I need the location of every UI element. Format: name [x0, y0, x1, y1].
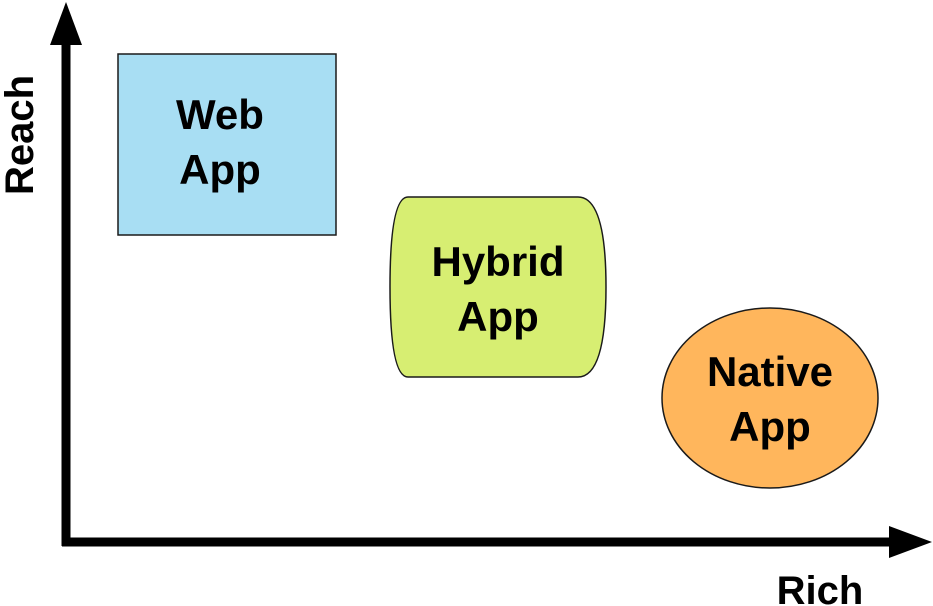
- x-axis-label: Rich: [777, 569, 864, 606]
- y-axis-label: Reach: [0, 75, 42, 195]
- native-app-label-line2: App: [729, 403, 811, 450]
- web-app-label-line1: Web: [176, 91, 264, 138]
- hybrid-app-shape: [389, 196, 607, 378]
- web-app-shape: [117, 53, 337, 236]
- web-app-label-line2: App: [179, 146, 261, 193]
- y-axis-arrowhead: [50, 2, 82, 45]
- x-axis-arrowhead: [889, 526, 932, 558]
- native-app-box: Native App: [661, 307, 879, 489]
- native-app-label-line1: Native: [707, 348, 833, 395]
- hybrid-app-label-line1: Hybrid: [431, 238, 564, 285]
- x-axis: [62, 526, 932, 558]
- native-app-shape: [661, 307, 879, 489]
- web-app-box: Web App: [117, 53, 337, 236]
- hybrid-app-label-line2: App: [457, 293, 539, 340]
- y-axis: [50, 2, 82, 546]
- hybrid-app-box: Hybrid App: [389, 196, 607, 378]
